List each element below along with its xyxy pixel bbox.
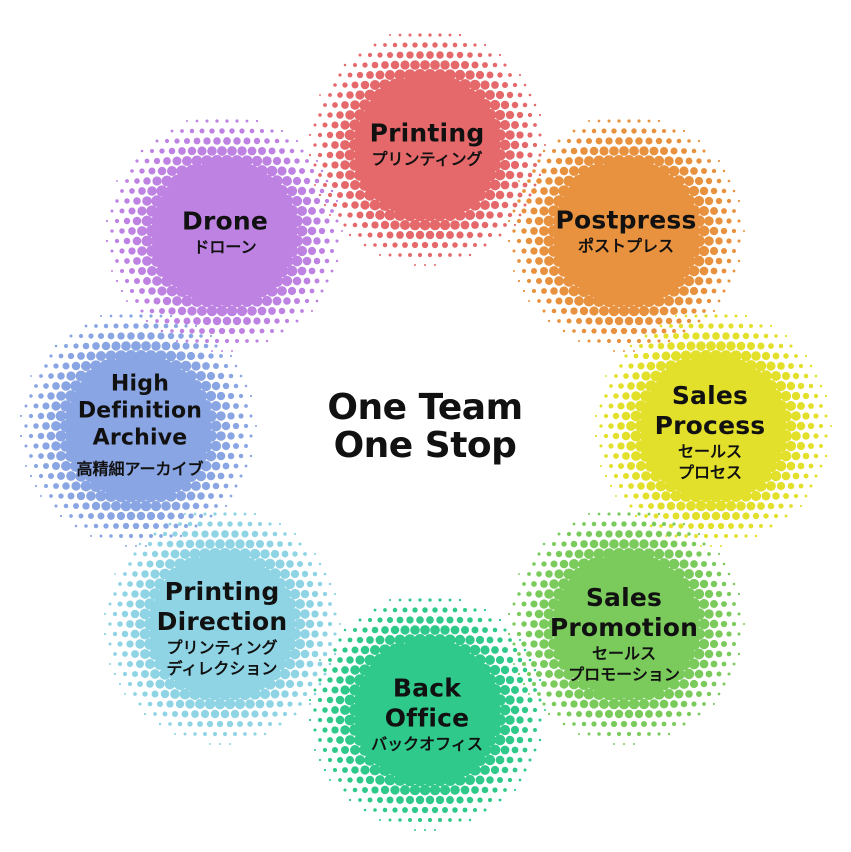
node-high-definition-archive-en-1: High xyxy=(110,371,170,397)
node-sales-promotion-ja-2: プロモーション xyxy=(568,665,680,684)
center-title: One Team One Stop xyxy=(327,387,523,466)
halftone-high-definition-archive xyxy=(19,314,258,548)
node-postpress-ja-1: ポストプレス xyxy=(577,236,675,256)
node-back-office[interactable]: Back Office バックオフィス xyxy=(371,674,483,755)
node-sales-process-ja-2: プロセス xyxy=(677,463,743,482)
node-sales-promotion-en-2: Promotion xyxy=(549,613,699,642)
node-printing-en-1: Printing xyxy=(369,118,485,148)
node-printing-direction-ja-2: ディレクション xyxy=(166,659,278,678)
node-printing-ja-1: プリンティング xyxy=(371,149,483,169)
node-sales-promotion-ja-1: セールス xyxy=(591,644,657,663)
halftone-drone xyxy=(105,119,344,353)
node-printing-direction-ja-1: プリンティング xyxy=(166,638,278,657)
node-printing-direction[interactable]: Printing Direction プリンティング ディレクション xyxy=(157,577,288,679)
halftone-postpress xyxy=(507,119,746,353)
node-drone-ja-1: ドローン xyxy=(193,237,257,257)
node-high-definition-archive-en-3: Archive xyxy=(92,425,188,451)
node-sales-promotion-en-1: Sales xyxy=(585,583,663,612)
node-drone[interactable]: Drone ドローン xyxy=(182,207,268,258)
node-printing-direction-en-1: Printing xyxy=(164,577,280,606)
halftone-sales-process xyxy=(594,314,833,548)
node-sales-process-ja-1: セールス xyxy=(677,442,743,461)
halftone-back-office xyxy=(308,598,547,832)
halftone-printing xyxy=(308,33,547,267)
halftone-sales-promotion xyxy=(507,512,746,746)
halftone-printing-direction xyxy=(103,512,342,746)
halftone-core-sales-process xyxy=(641,356,785,500)
node-high-definition-archive[interactable]: High Definition Archive 高精細アーカイブ xyxy=(76,371,203,480)
node-printing-direction-en-2: Direction xyxy=(156,607,288,636)
node-sales-process[interactable]: Sales Process セールス プロセス xyxy=(655,381,766,483)
halftone-core-sales-promotion xyxy=(554,554,698,698)
node-sales-process-en-1: Sales xyxy=(671,381,749,410)
node-sales-promotion[interactable]: Sales Promotion セールス プロモーション xyxy=(550,583,698,685)
node-back-office-en-2: Office xyxy=(384,703,470,733)
center-title-line-1: One Team xyxy=(327,387,523,428)
node-printing[interactable]: Printing プリンティング xyxy=(370,119,485,170)
node-high-definition-archive-ja-1: 高精細アーカイブ xyxy=(76,459,204,479)
halftone-core-drone xyxy=(152,161,296,305)
halftone-core-printing-direction xyxy=(150,554,294,698)
node-sales-process-en-2: Process xyxy=(654,411,766,440)
node-back-office-ja-1: バックオフィス xyxy=(371,734,483,754)
halftone-core-high-definition-archive xyxy=(66,356,210,500)
node-drone-en-1: Drone xyxy=(181,206,269,236)
halftone-core-back-office xyxy=(355,640,499,784)
halftone-core-printing xyxy=(355,75,499,219)
node-postpress-en-1: Postpress xyxy=(555,205,697,235)
node-back-office-en-1: Back xyxy=(392,673,462,703)
node-postpress[interactable]: Postpress ポストプレス xyxy=(555,206,696,257)
halftone-core-postpress xyxy=(554,161,698,305)
center-title-line-2: One Stop xyxy=(333,425,517,466)
node-high-definition-archive-en-2: Definition xyxy=(77,398,203,424)
